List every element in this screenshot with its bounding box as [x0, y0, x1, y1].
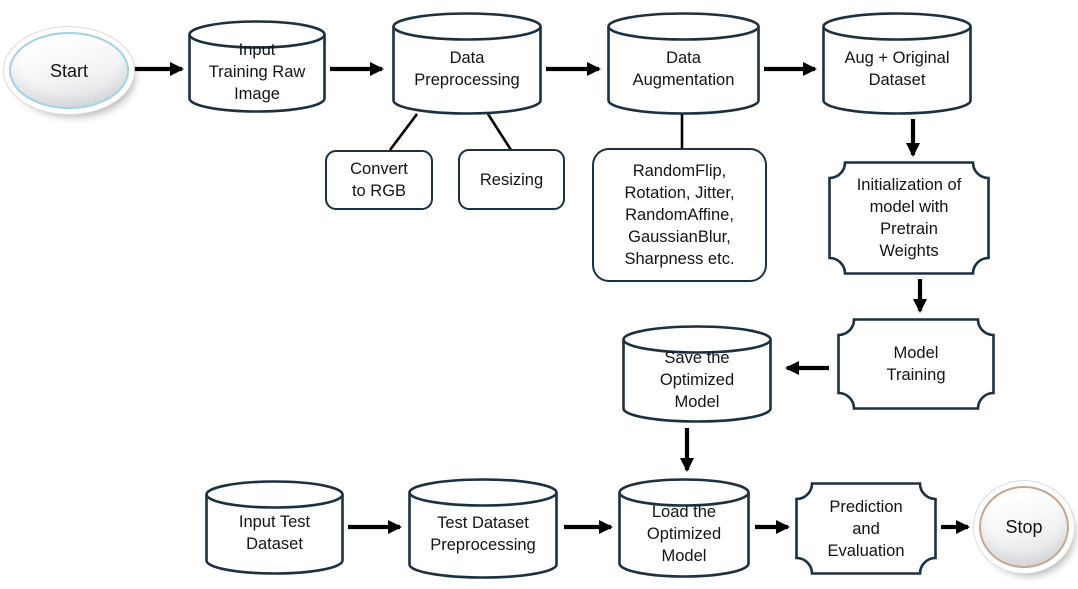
- node-initialization-pretrain-weights: Initialization of model with Pretrain We…: [828, 161, 990, 275]
- cylinder-shape: [205, 480, 344, 575]
- node-start-terminator: Start: [9, 32, 129, 109]
- cylinder-shape: [822, 12, 972, 115]
- plaque-shape: [795, 482, 937, 575]
- node-label-input-training: Input Training Raw Image: [208, 41, 306, 103]
- node-stop-terminator: Stop: [979, 486, 1069, 568]
- node-label-prediction-evaluation: Prediction and Evaluation: [827, 497, 905, 560]
- plaque-shape: [828, 161, 990, 275]
- node-label-load-model: Load the Optimized Model: [646, 502, 722, 565]
- node-convert-to-rgb: Convert to RGB: [325, 150, 433, 210]
- cylinder-shape: [392, 12, 542, 115]
- node-label-data-preprocessing: Data Preprocessing: [414, 49, 520, 89]
- cylinder-shape: [618, 478, 750, 578]
- node-input-test-dataset: Input Test Dataset: [205, 480, 344, 575]
- connector-line-preprocessing-to-resizing: [486, 113, 513, 151]
- node-data-augmentation: Data Augmentation: [607, 12, 760, 115]
- node-label-data-augmentation: Data Augmentation: [632, 49, 735, 89]
- node-label-augmentation-ops: RandomFlip, Rotation, Jitter, RandomAffi…: [624, 162, 735, 268]
- node-resizing: Resizing: [458, 149, 565, 210]
- node-label-test-preprocessing: Test Dataset Preprocessing: [430, 514, 536, 554]
- node-load-optimized-model: Load the Optimized Model: [618, 478, 750, 578]
- node-test-dataset-preprocessing: Test Dataset Preprocessing: [408, 478, 558, 579]
- node-label-aug-original: Aug + Original Dataset: [844, 49, 950, 89]
- connector-line-preprocessing-to-convert-rgb: [388, 113, 419, 151]
- node-input-training-raw-image: Input Training Raw Image: [188, 20, 326, 113]
- node-label-resizing: Resizing: [479, 170, 544, 189]
- node-aug-original-dataset: Aug + Original Dataset: [822, 12, 972, 115]
- node-label-save-model: Save the Optimized Model: [659, 348, 735, 411]
- cylinder-shape: [188, 20, 326, 113]
- plaque-shape: [837, 318, 995, 410]
- node-save-optimized-model: Save the Optimized Model: [622, 325, 772, 423]
- node-prediction-evaluation: Prediction and Evaluation: [795, 482, 937, 575]
- node-model-training: Model Training: [837, 318, 995, 410]
- cylinder-shape: [408, 478, 558, 579]
- node-label-start: Start: [49, 60, 88, 81]
- node-label-input-test: Input Test Dataset: [238, 513, 311, 553]
- node-augmentation-ops: RandomFlip, Rotation, Jitter, RandomAffi…: [592, 148, 767, 282]
- cylinder-shape: [607, 12, 760, 115]
- cylinder-shape: [622, 325, 772, 423]
- node-label-stop: Stop: [1005, 517, 1043, 537]
- node-data-preprocessing: Data Preprocessing: [392, 12, 542, 115]
- node-label-convert-to-rgb: Convert to RGB: [350, 160, 408, 200]
- node-label-model-training: Model Training: [886, 344, 946, 384]
- node-label-initialization: Initialization of model with Pretrain We…: [856, 176, 962, 260]
